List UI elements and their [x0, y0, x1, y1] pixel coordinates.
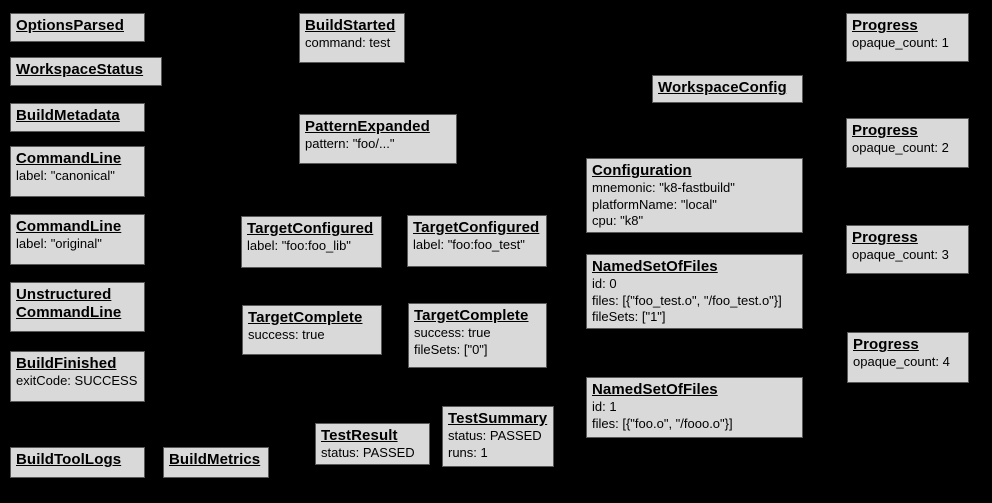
- event-box-progress-4: Progress opaque_count: 4: [847, 332, 969, 383]
- box-line: fileSets: ["1"]: [592, 309, 666, 325]
- box-title: Progress: [852, 17, 918, 34]
- box-title: Progress: [853, 336, 919, 353]
- box-line: opaque_count: 1: [852, 35, 949, 51]
- box-title: Progress: [852, 122, 918, 139]
- box-title: NamedSetOfFiles: [592, 381, 718, 398]
- event-box-build-finished: BuildFinished exitCode: SUCCESS: [10, 351, 145, 402]
- box-line: label: "foo:foo_lib": [247, 238, 351, 254]
- box-title: BuildMetrics: [169, 451, 261, 468]
- box-title: OptionsParsed: [16, 17, 124, 34]
- box-title: NamedSetOfFiles: [592, 258, 718, 275]
- box-title: WorkspaceConfig: [658, 79, 787, 96]
- box-title: Configuration: [592, 162, 692, 179]
- box-line: id: 0: [592, 276, 617, 292]
- box-line: mnemonic: "k8-fastbuild": [592, 180, 735, 196]
- box-line: pattern: "foo/...": [305, 136, 395, 152]
- box-line: files: [{"foo_test.o", "/foo_test.o"}]: [592, 292, 782, 308]
- box-line: cpu: "k8": [592, 213, 644, 229]
- box-line: platformName: "local": [592, 196, 717, 212]
- box-line: success: true: [248, 327, 325, 343]
- box-line: opaque_count: 4: [853, 354, 950, 370]
- event-box-progress-3: Progress opaque_count: 3: [846, 225, 969, 274]
- box-line: opaque_count: 3: [852, 247, 949, 263]
- box-line: exitCode: SUCCESS: [16, 373, 138, 389]
- event-box-target-complete-foo-test: TargetComplete success: true fileSets: […: [408, 303, 547, 368]
- box-line: opaque_count: 2: [852, 140, 949, 156]
- box-line: label: "original": [16, 236, 102, 252]
- box-line: id: 1: [592, 399, 617, 415]
- box-line: runs: 1: [448, 444, 488, 460]
- event-box-target-configured-foo-lib: TargetConfigured label: "foo:foo_lib": [241, 216, 382, 268]
- box-title: Progress: [852, 229, 918, 246]
- box-title: TargetConfigured: [413, 219, 540, 236]
- event-box-build-tool-logs: BuildToolLogs: [10, 447, 145, 478]
- event-box-workspace-config: WorkspaceConfig: [652, 75, 803, 103]
- event-box-build-started: BuildStarted command: test: [299, 13, 405, 63]
- event-box-progress-1: Progress opaque_count: 1: [846, 13, 969, 62]
- event-box-command-line-canonical: CommandLine label: "canonical": [10, 146, 145, 197]
- box-title: BuildToolLogs: [16, 451, 122, 468]
- box-title: CommandLine: [16, 150, 122, 167]
- event-box-options-parsed: OptionsParsed: [10, 13, 145, 42]
- box-line: label: "canonical": [16, 168, 115, 184]
- box-title: BuildStarted: [305, 17, 396, 34]
- event-box-build-metadata: BuildMetadata: [10, 103, 145, 132]
- event-box-named-set-of-files-1: NamedSetOfFiles id: 1 files: [{"foo.o", …: [586, 377, 803, 438]
- box-title: CommandLine: [16, 218, 122, 235]
- box-title: TargetComplete: [248, 309, 363, 326]
- box-title: Unstructured CommandLine: [16, 286, 122, 322]
- box-line: files: [{"foo.o", "/fooo.o"}]: [592, 415, 733, 431]
- box-line: status: PASSED: [321, 445, 415, 461]
- box-line: fileSets: ["0"]: [414, 341, 488, 357]
- event-box-workspace-status: WorkspaceStatus: [10, 57, 162, 86]
- box-title: TargetComplete: [414, 307, 529, 324]
- box-title: BuildMetadata: [16, 107, 120, 124]
- event-box-pattern-expanded: PatternExpanded pattern: "foo/...": [299, 114, 457, 164]
- event-box-target-configured-foo-test: TargetConfigured label: "foo:foo_test": [407, 215, 547, 267]
- box-title: PatternExpanded: [305, 118, 430, 135]
- box-title: TestSummary: [448, 410, 548, 427]
- box-title: TargetConfigured: [247, 220, 374, 237]
- box-title: WorkspaceStatus: [16, 61, 144, 78]
- box-line: label: "foo:foo_test": [413, 237, 525, 253]
- event-box-progress-2: Progress opaque_count: 2: [846, 118, 969, 168]
- event-box-test-summary: TestSummary status: PASSED runs: 1: [442, 406, 554, 467]
- box-line: status: PASSED: [448, 428, 542, 444]
- event-box-named-set-of-files-0: NamedSetOfFiles id: 0 files: [{"foo_test…: [586, 254, 803, 329]
- box-title: BuildFinished: [16, 355, 117, 372]
- event-box-test-result: TestResult status: PASSED: [315, 423, 430, 465]
- box-title: TestResult: [321, 427, 398, 444]
- box-line: success: true: [414, 325, 491, 341]
- event-box-target-complete-foo-lib: TargetComplete success: true: [242, 305, 382, 355]
- event-box-command-line-original: CommandLine label: "original": [10, 214, 145, 265]
- event-box-unstructured-command-line: Unstructured CommandLine: [10, 282, 145, 332]
- box-line: command: test: [305, 35, 391, 51]
- event-box-build-metrics: BuildMetrics: [163, 447, 269, 478]
- event-box-configuration: Configuration mnemonic: "k8-fastbuild" p…: [586, 158, 803, 233]
